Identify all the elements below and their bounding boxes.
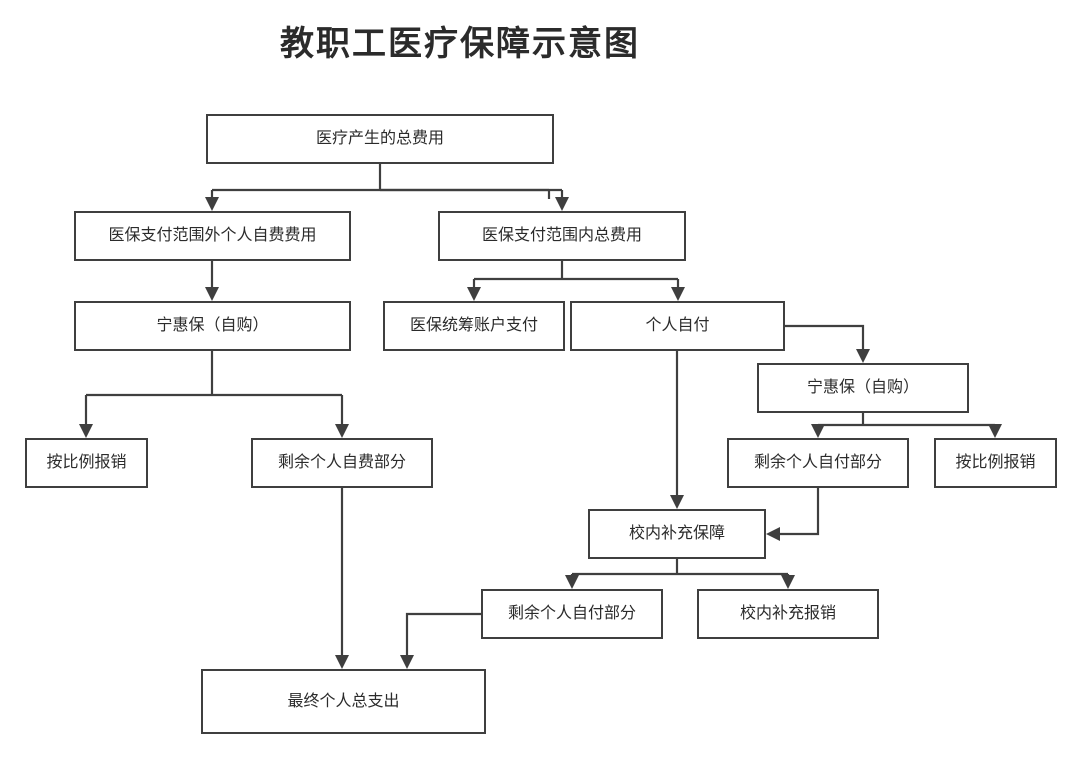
node-pooled-account-pay[interactable]: 医保统筹账户支付 <box>383 301 565 351</box>
edge-personal-campus <box>670 351 684 509</box>
node-final-total-expense[interactable]: 最终个人总支出 <box>201 669 486 734</box>
edge-campus-split <box>565 559 795 589</box>
node-in-scope-total[interactable]: 医保支付范围内总费用 <box>438 211 686 261</box>
node-label: 医保支付范围内总费用 <box>481 227 642 245</box>
edge-remaining2-final <box>400 612 481 669</box>
node-label: 剩余个人自费部分 <box>277 454 406 472</box>
node-label: 剩余个人自付部分 <box>753 454 882 472</box>
page-title: 教职工医疗保障示意图 <box>280 25 640 63</box>
edge-total-cost-split <box>205 164 569 211</box>
node-label: 医疗产生的总费用 <box>315 130 444 148</box>
edge-remaining-selfpay-final <box>335 488 349 669</box>
node-label: 按比例报销 <box>46 454 127 472</box>
node-total-cost[interactable]: 医疗产生的总费用 <box>206 114 554 164</box>
node-label: 医保统筹账户支付 <box>409 317 538 335</box>
edge-inscope-split <box>467 261 685 301</box>
edge-ninghuibao-left-split <box>79 351 349 438</box>
node-label: 医保支付范围外个人自费费用 <box>108 227 317 245</box>
edge-remaining1-campus <box>766 488 820 541</box>
node-label: 宁惠保（自购） <box>806 379 919 397</box>
edge-outscope-ninghuibao <box>205 261 219 301</box>
node-personal-payment[interactable]: 个人自付 <box>570 301 785 351</box>
node-campus-reimb[interactable]: 校内补充报销 <box>697 589 879 639</box>
node-remaining-self-pay-fee[interactable]: 剩余个人自费部分 <box>251 438 433 488</box>
node-out-of-scope-self-pay[interactable]: 医保支付范围外个人自费费用 <box>74 211 351 261</box>
node-label: 按比例报销 <box>955 454 1036 472</box>
node-label: 个人自付 <box>645 317 710 335</box>
node-label: 校内补充报销 <box>739 605 836 623</box>
edge-ninghuibao-right-split <box>811 413 1002 438</box>
node-ninghuibao-left[interactable]: 宁惠保（自购） <box>74 301 351 351</box>
node-remaining-self-payment-2[interactable]: 剩余个人自付部分 <box>481 589 663 639</box>
node-label: 校内补充保障 <box>628 525 725 543</box>
node-label: 最终个人总支出 <box>287 692 400 710</box>
edge-personal-ninghuibao-right <box>785 324 870 363</box>
node-remaining-self-payment-1[interactable]: 剩余个人自付部分 <box>727 438 909 488</box>
node-campus-supplementary[interactable]: 校内补充保障 <box>588 509 766 559</box>
node-proportional-reimb-left[interactable]: 按比例报销 <box>25 438 148 488</box>
node-ninghuibao-right[interactable]: 宁惠保（自购） <box>757 363 969 413</box>
node-label: 宁惠保（自购） <box>156 317 269 335</box>
node-proportional-reimb-right[interactable]: 按比例报销 <box>934 438 1057 488</box>
node-label: 剩余个人自付部分 <box>507 605 636 623</box>
